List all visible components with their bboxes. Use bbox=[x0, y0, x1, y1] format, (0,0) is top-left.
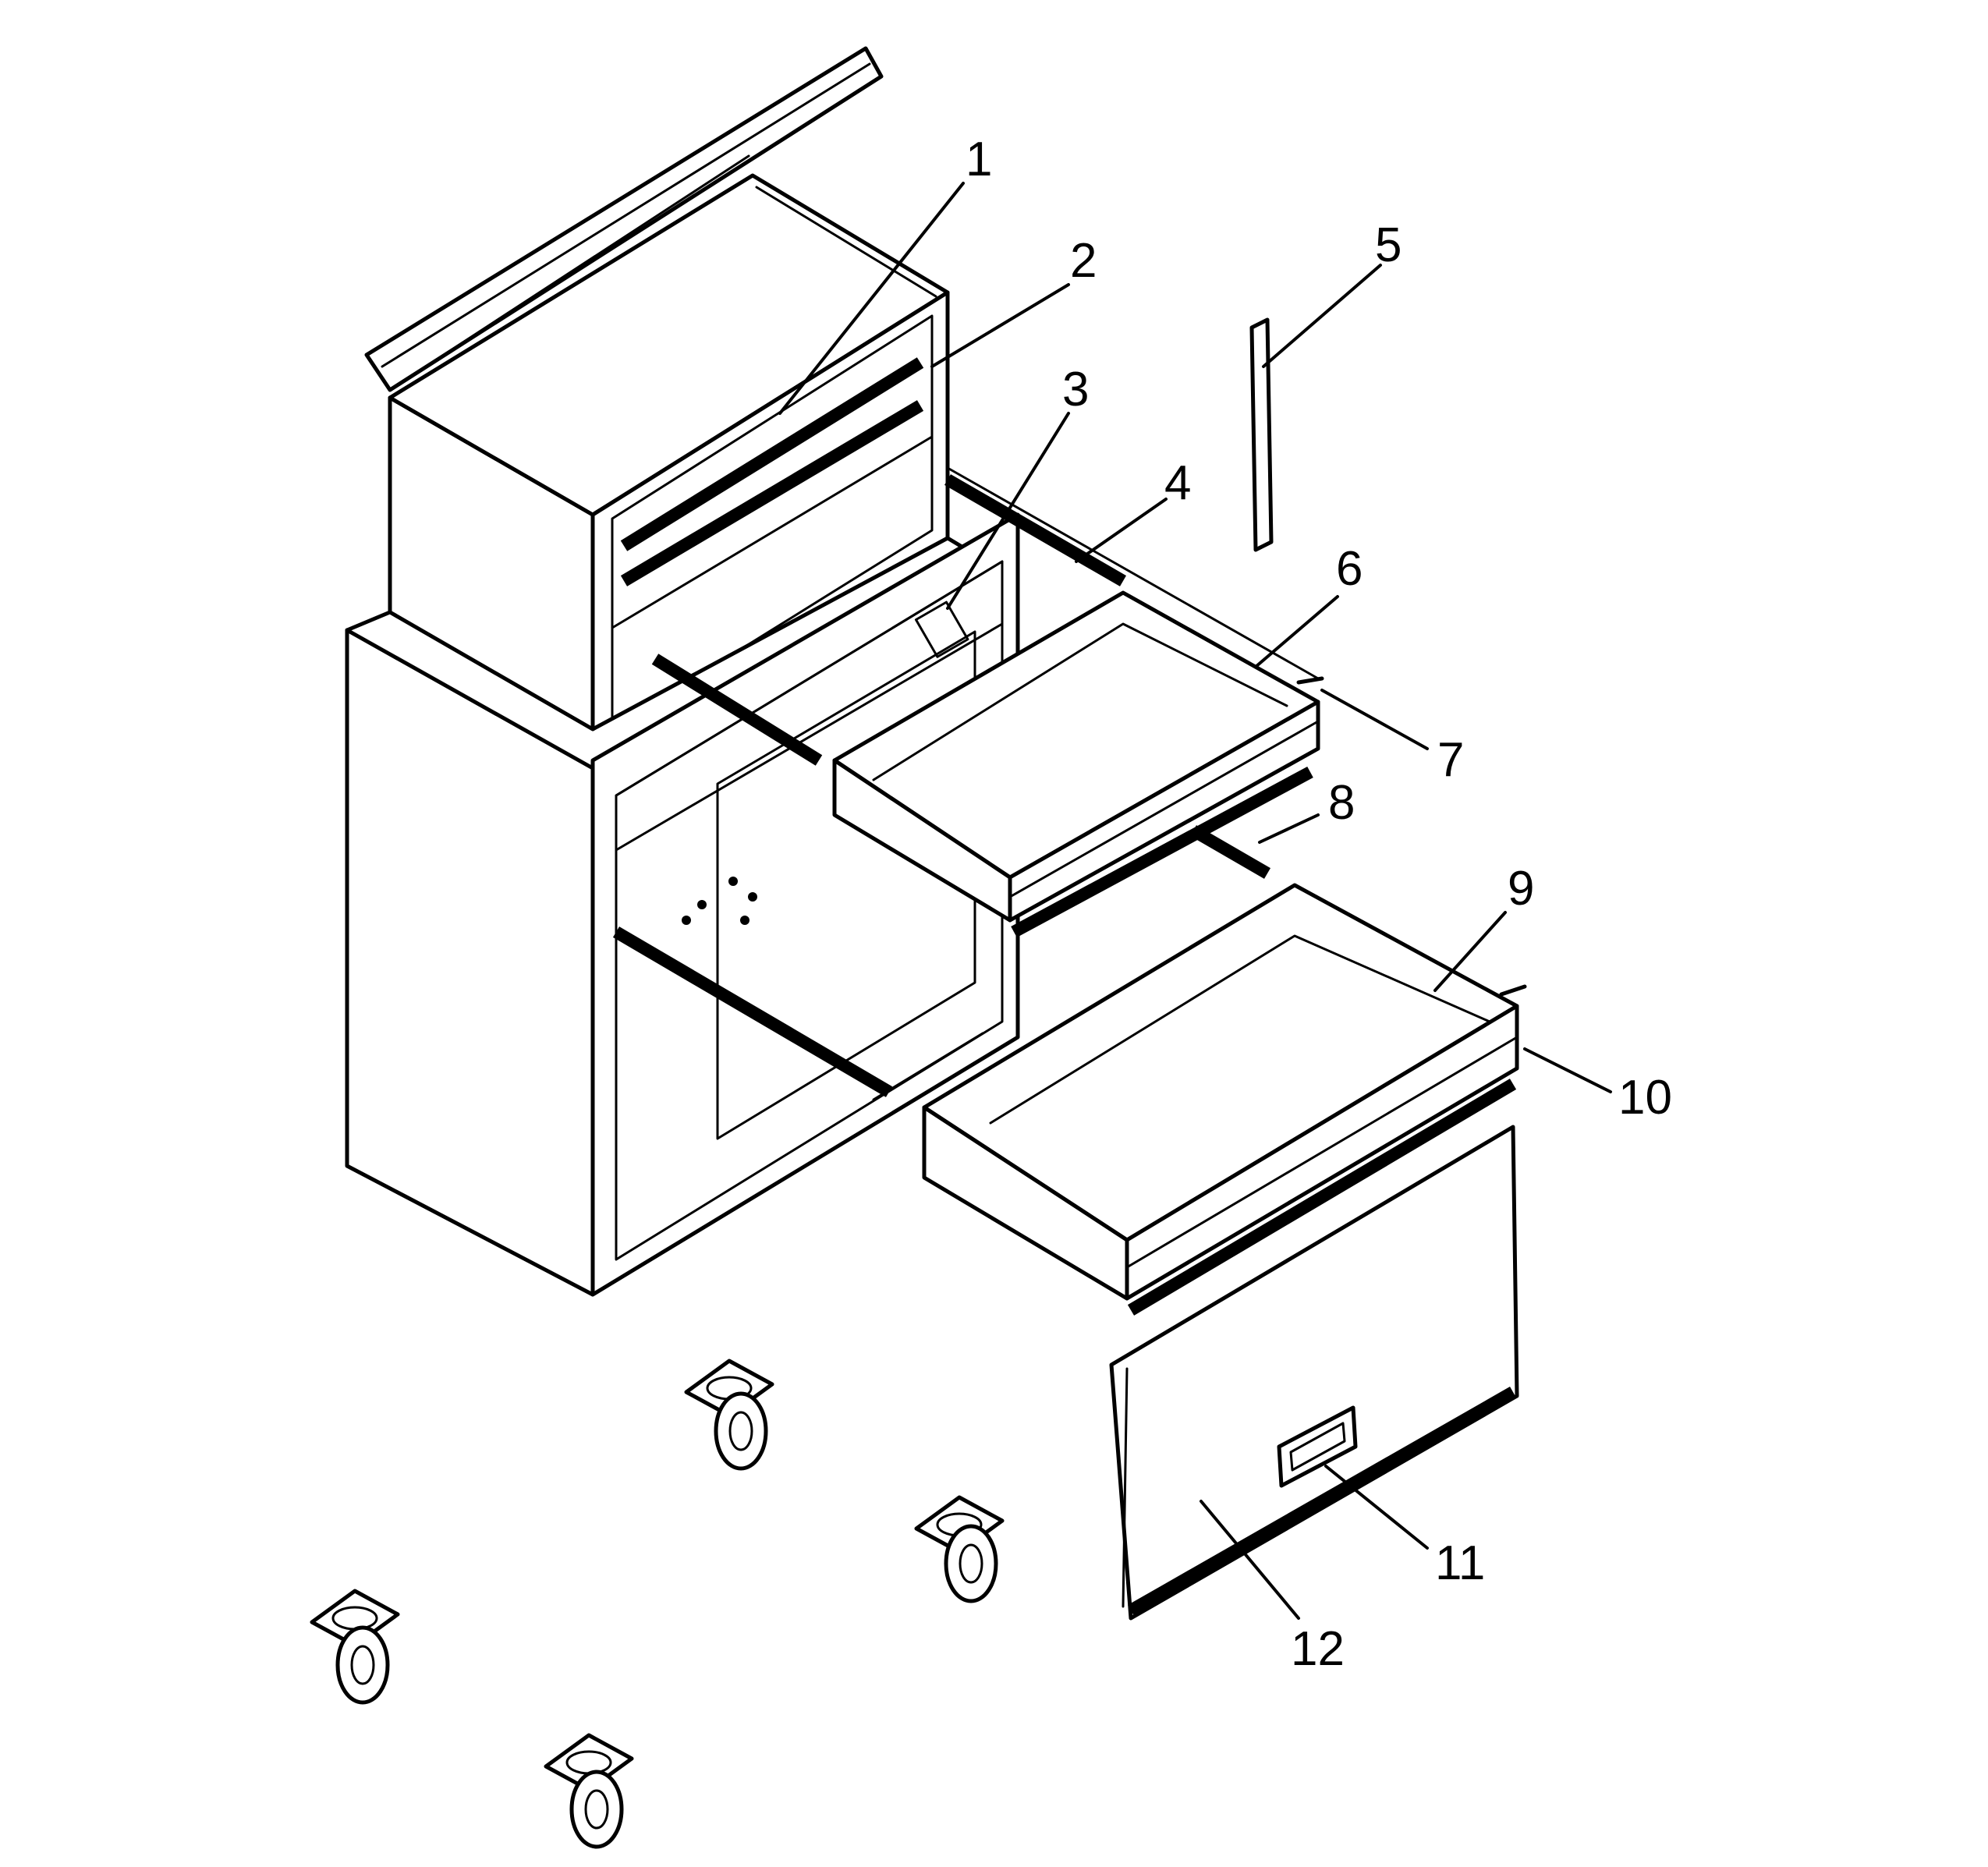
caster-wheel bbox=[914, 1495, 1005, 1603]
lower-cabinet bbox=[345, 466, 1320, 1297]
caster-wheel bbox=[544, 1733, 634, 1849]
callout-10: 10 bbox=[1618, 1071, 1672, 1125]
lower-drawer bbox=[922, 883, 1527, 1316]
upper-drawer-face bbox=[1008, 700, 1320, 923]
door-panel bbox=[1109, 1125, 1519, 1621]
callout-7: 7 bbox=[1437, 733, 1464, 787]
caster-wheel bbox=[310, 1589, 400, 1705]
callout-8: 8 bbox=[1328, 776, 1355, 830]
callout-3: 3 bbox=[1062, 363, 1089, 416]
vertical-trim-strip bbox=[1249, 317, 1274, 552]
caster-wheel bbox=[684, 1359, 774, 1471]
callout-11: 11 bbox=[1435, 1536, 1485, 1590]
callout-2: 2 bbox=[1070, 234, 1097, 288]
leader-lines bbox=[778, 182, 1612, 1620]
callout-4: 4 bbox=[1164, 456, 1191, 510]
top-chest bbox=[364, 46, 950, 743]
callout-6: 6 bbox=[1336, 542, 1363, 596]
callout-12: 12 bbox=[1291, 1622, 1345, 1676]
upper-drawer bbox=[832, 590, 1324, 938]
callout-9: 9 bbox=[1508, 862, 1534, 916]
chest-lid bbox=[364, 46, 884, 392]
cabinet-front-frame bbox=[590, 512, 1020, 1297]
callout-5: 5 bbox=[1375, 218, 1402, 272]
callout-1: 1 bbox=[966, 133, 992, 186]
callout-labels: 1 2 3 4 5 6 7 8 9 10 11 12 bbox=[966, 133, 1672, 1676]
drawer-slide bbox=[1189, 825, 1271, 879]
door-handle bbox=[1277, 1405, 1358, 1488]
